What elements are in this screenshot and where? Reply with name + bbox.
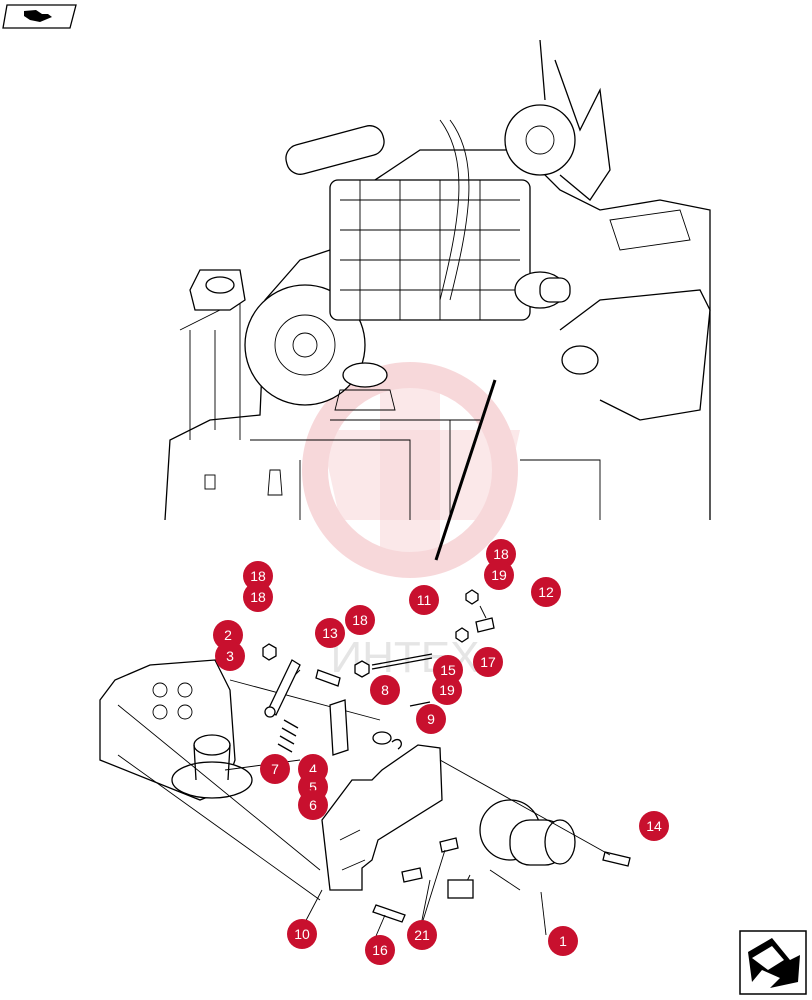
callout-18b: 18 <box>345 605 375 635</box>
callout-20: 19 <box>432 675 462 705</box>
svg-text:21: 21 <box>414 927 430 943</box>
callout-19a: 18 <box>243 582 273 612</box>
svg-text:18: 18 <box>493 546 509 562</box>
callout-21: 21 <box>407 920 437 950</box>
svg-text:18: 18 <box>250 568 266 584</box>
svg-text:8: 8 <box>381 682 389 698</box>
callout-14: 14 <box>639 811 669 841</box>
svg-text:12: 12 <box>538 584 554 600</box>
svg-text:1: 1 <box>559 933 567 949</box>
callout-10: 10 <box>287 919 317 949</box>
callout-1: 1 <box>548 926 578 956</box>
svg-text:14: 14 <box>646 818 662 834</box>
callout-11: 11 <box>409 585 439 615</box>
callout-3: 3 <box>215 641 245 671</box>
callout-17: 17 <box>473 647 503 677</box>
callout-9: 9 <box>416 704 446 734</box>
watermark: ИНТЕХ <box>302 362 520 682</box>
svg-text:15: 15 <box>440 662 456 678</box>
callout-6: 6 <box>298 790 328 820</box>
callout-12: 12 <box>531 577 561 607</box>
callout-19b: 19 <box>484 560 514 590</box>
svg-text:17: 17 <box>480 654 496 670</box>
svg-text:10: 10 <box>294 926 310 942</box>
svg-text:19: 19 <box>491 567 507 583</box>
svg-text:11: 11 <box>417 592 432 608</box>
svg-text:13: 13 <box>322 625 338 641</box>
svg-text:2: 2 <box>224 627 232 643</box>
svg-text:6: 6 <box>309 797 317 813</box>
svg-text:18: 18 <box>352 612 368 628</box>
book-arrow-icon[interactable] <box>2 4 77 29</box>
callout-7: 7 <box>260 754 290 784</box>
callout-8: 8 <box>370 675 400 705</box>
callout-13: 13 <box>315 618 345 648</box>
exploded-parts <box>99 589 631 937</box>
svg-text:3: 3 <box>226 648 234 664</box>
engine-assembly <box>164 39 711 561</box>
next-page-arrow-icon[interactable] <box>739 930 807 995</box>
svg-text:4: 4 <box>309 761 317 777</box>
svg-text:16: 16 <box>372 942 388 958</box>
callouts: 2 3 18 18 13 18 11 18 19 12 17 15 19 8 9… <box>213 539 669 965</box>
svg-text:9: 9 <box>427 711 435 727</box>
callout-18a: 18 <box>243 561 273 591</box>
svg-text:18: 18 <box>250 589 266 605</box>
svg-text:5: 5 <box>309 779 317 795</box>
callout-16: 16 <box>365 935 395 965</box>
svg-text:7: 7 <box>271 761 279 777</box>
svg-text:19: 19 <box>439 682 455 698</box>
